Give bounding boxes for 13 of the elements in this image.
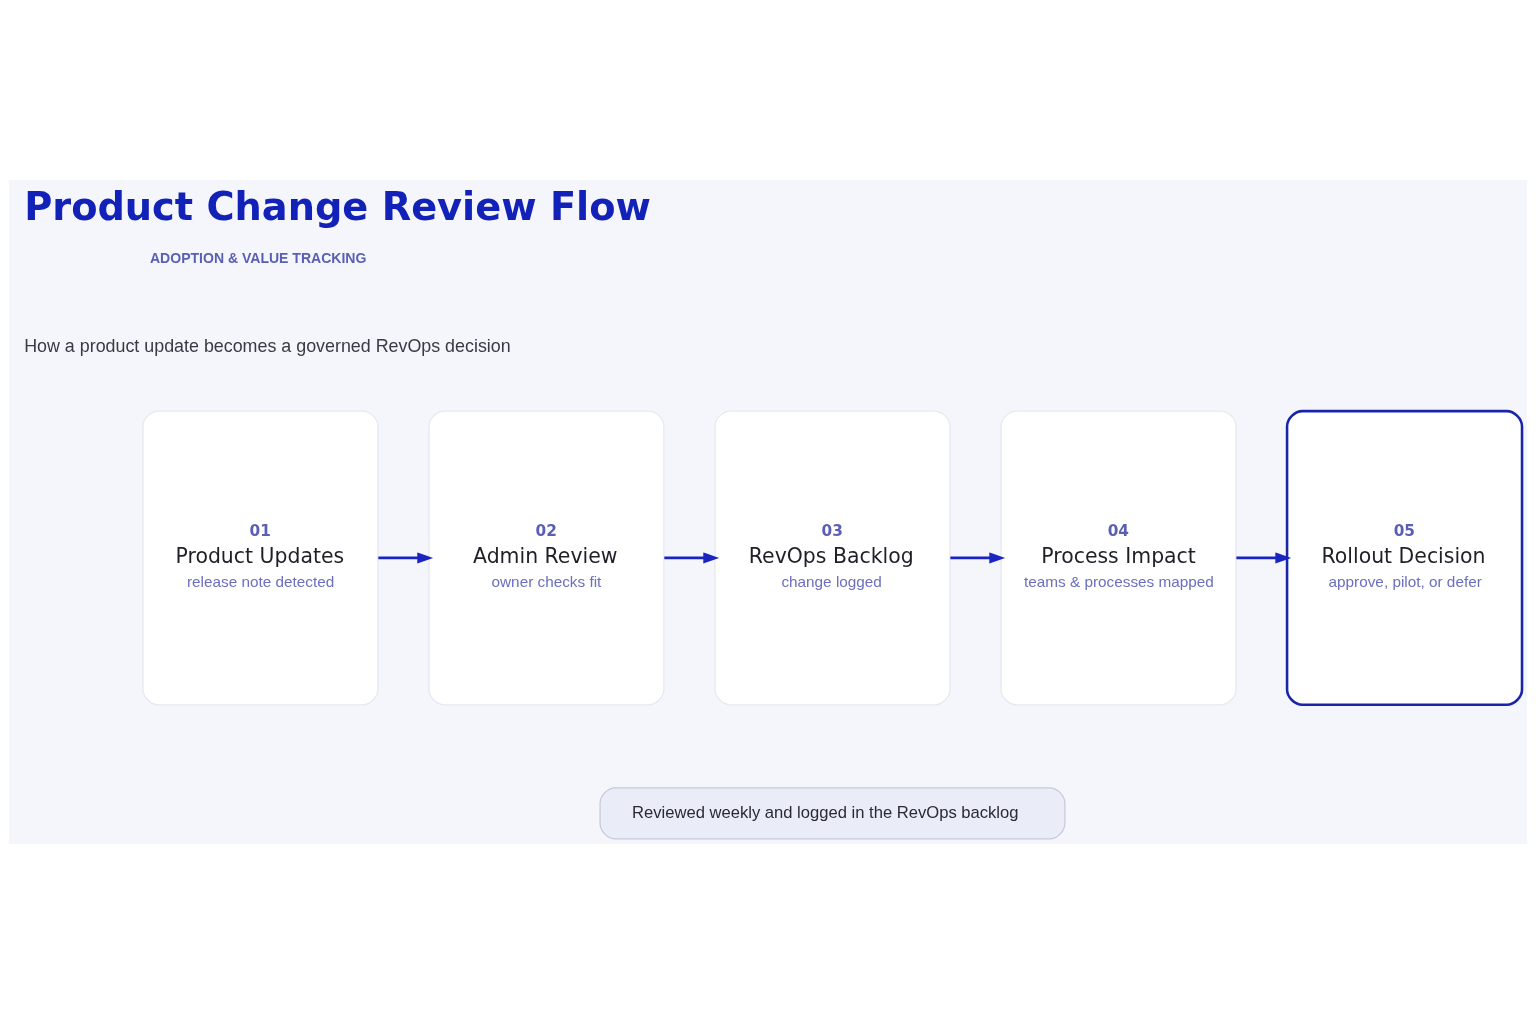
node-box: 01 Product Updates release note detected [142,410,379,706]
diagram-title: Product Change Review Flow [24,183,651,229]
node-box: 03 RevOps Backlog change logged [714,410,951,706]
arrow [1236,552,1292,564]
arrow [664,552,720,564]
node-box: Reviewed weekly and logged in the RevOps backlog [599,787,1066,840]
arrow [950,552,1006,564]
label: How a product update becomes a governed RevOps decision [24,336,511,356]
node-box: 02 Admin Review owner checks fit [428,410,665,706]
node-box: 04 Process Impact teams & processes mapped [1000,410,1237,706]
label: ADOPTION & VALUE TRACKING [149,249,367,266]
arrow [378,552,434,564]
node-box: 05 Rollout Decision approve, pilot, or defer [1285,409,1524,707]
